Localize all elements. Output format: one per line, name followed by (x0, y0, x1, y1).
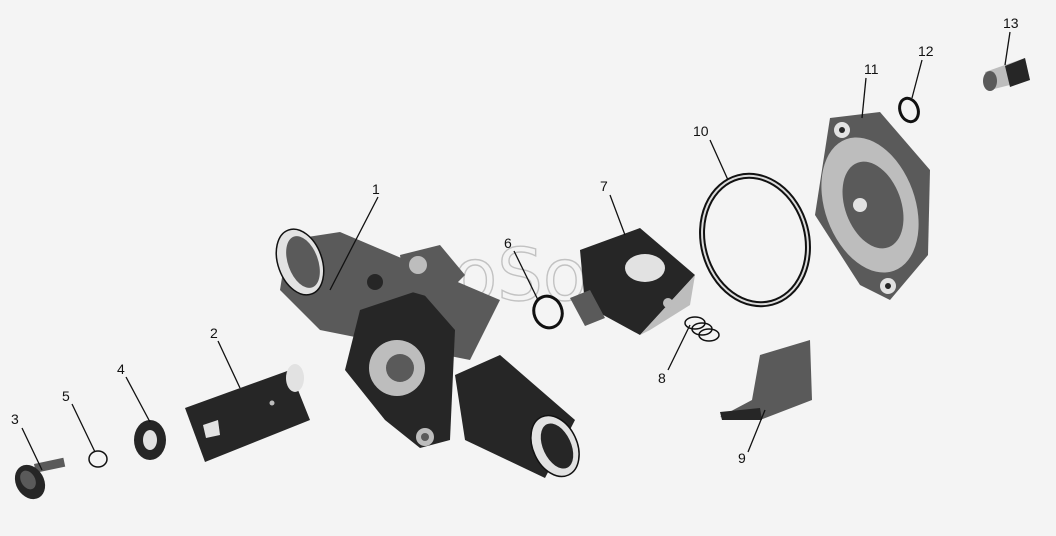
leader-10 (709, 139, 729, 181)
part-12-ring (898, 96, 920, 124)
leader-11 (861, 77, 867, 119)
part-2-sleeve (185, 364, 310, 462)
callout-labels: 1 2 3 4 5 6 7 8 9 10 11 12 13 (11, 15, 1019, 466)
callout-10: 10 (693, 123, 709, 139)
part-11-cover (815, 112, 930, 300)
leader-1 (329, 196, 379, 291)
leader-13 (1004, 31, 1011, 66)
leader-9 (747, 409, 766, 453)
leader-3 (21, 427, 43, 471)
callout-13: 13 (1003, 15, 1019, 31)
callout-5: 5 (62, 388, 70, 404)
leader-7 (609, 194, 626, 236)
callout-2: 2 (210, 325, 218, 341)
leader-12 (911, 59, 923, 99)
leader-6 (513, 250, 539, 301)
leader-8 (667, 324, 691, 371)
callout-4: 4 (117, 361, 125, 377)
part-1-housing (275, 228, 580, 478)
callout-3: 3 (11, 411, 19, 427)
leader-4 (125, 376, 151, 423)
callout-7: 7 (600, 178, 608, 194)
part-9-bracket (720, 340, 812, 420)
part-8-spring (684, 316, 720, 342)
part-5-ring (88, 450, 108, 468)
part-10-gasket (699, 172, 811, 308)
leader-5 (71, 403, 96, 453)
callout-8: 8 (658, 370, 666, 386)
leader-2 (217, 340, 241, 389)
callout-9: 9 (738, 450, 746, 466)
part-6-o-ring (532, 294, 564, 330)
part-3-screw (14, 457, 66, 500)
part-13-bolt (983, 58, 1030, 91)
part-7-valve-block (570, 228, 695, 335)
part-4-washer (134, 420, 166, 460)
callout-6: 6 (504, 235, 512, 251)
callout-12: 12 (918, 43, 934, 59)
callout-11: 11 (864, 61, 879, 77)
callout-1: 1 (372, 181, 380, 197)
leader-lines (21, 31, 1011, 471)
